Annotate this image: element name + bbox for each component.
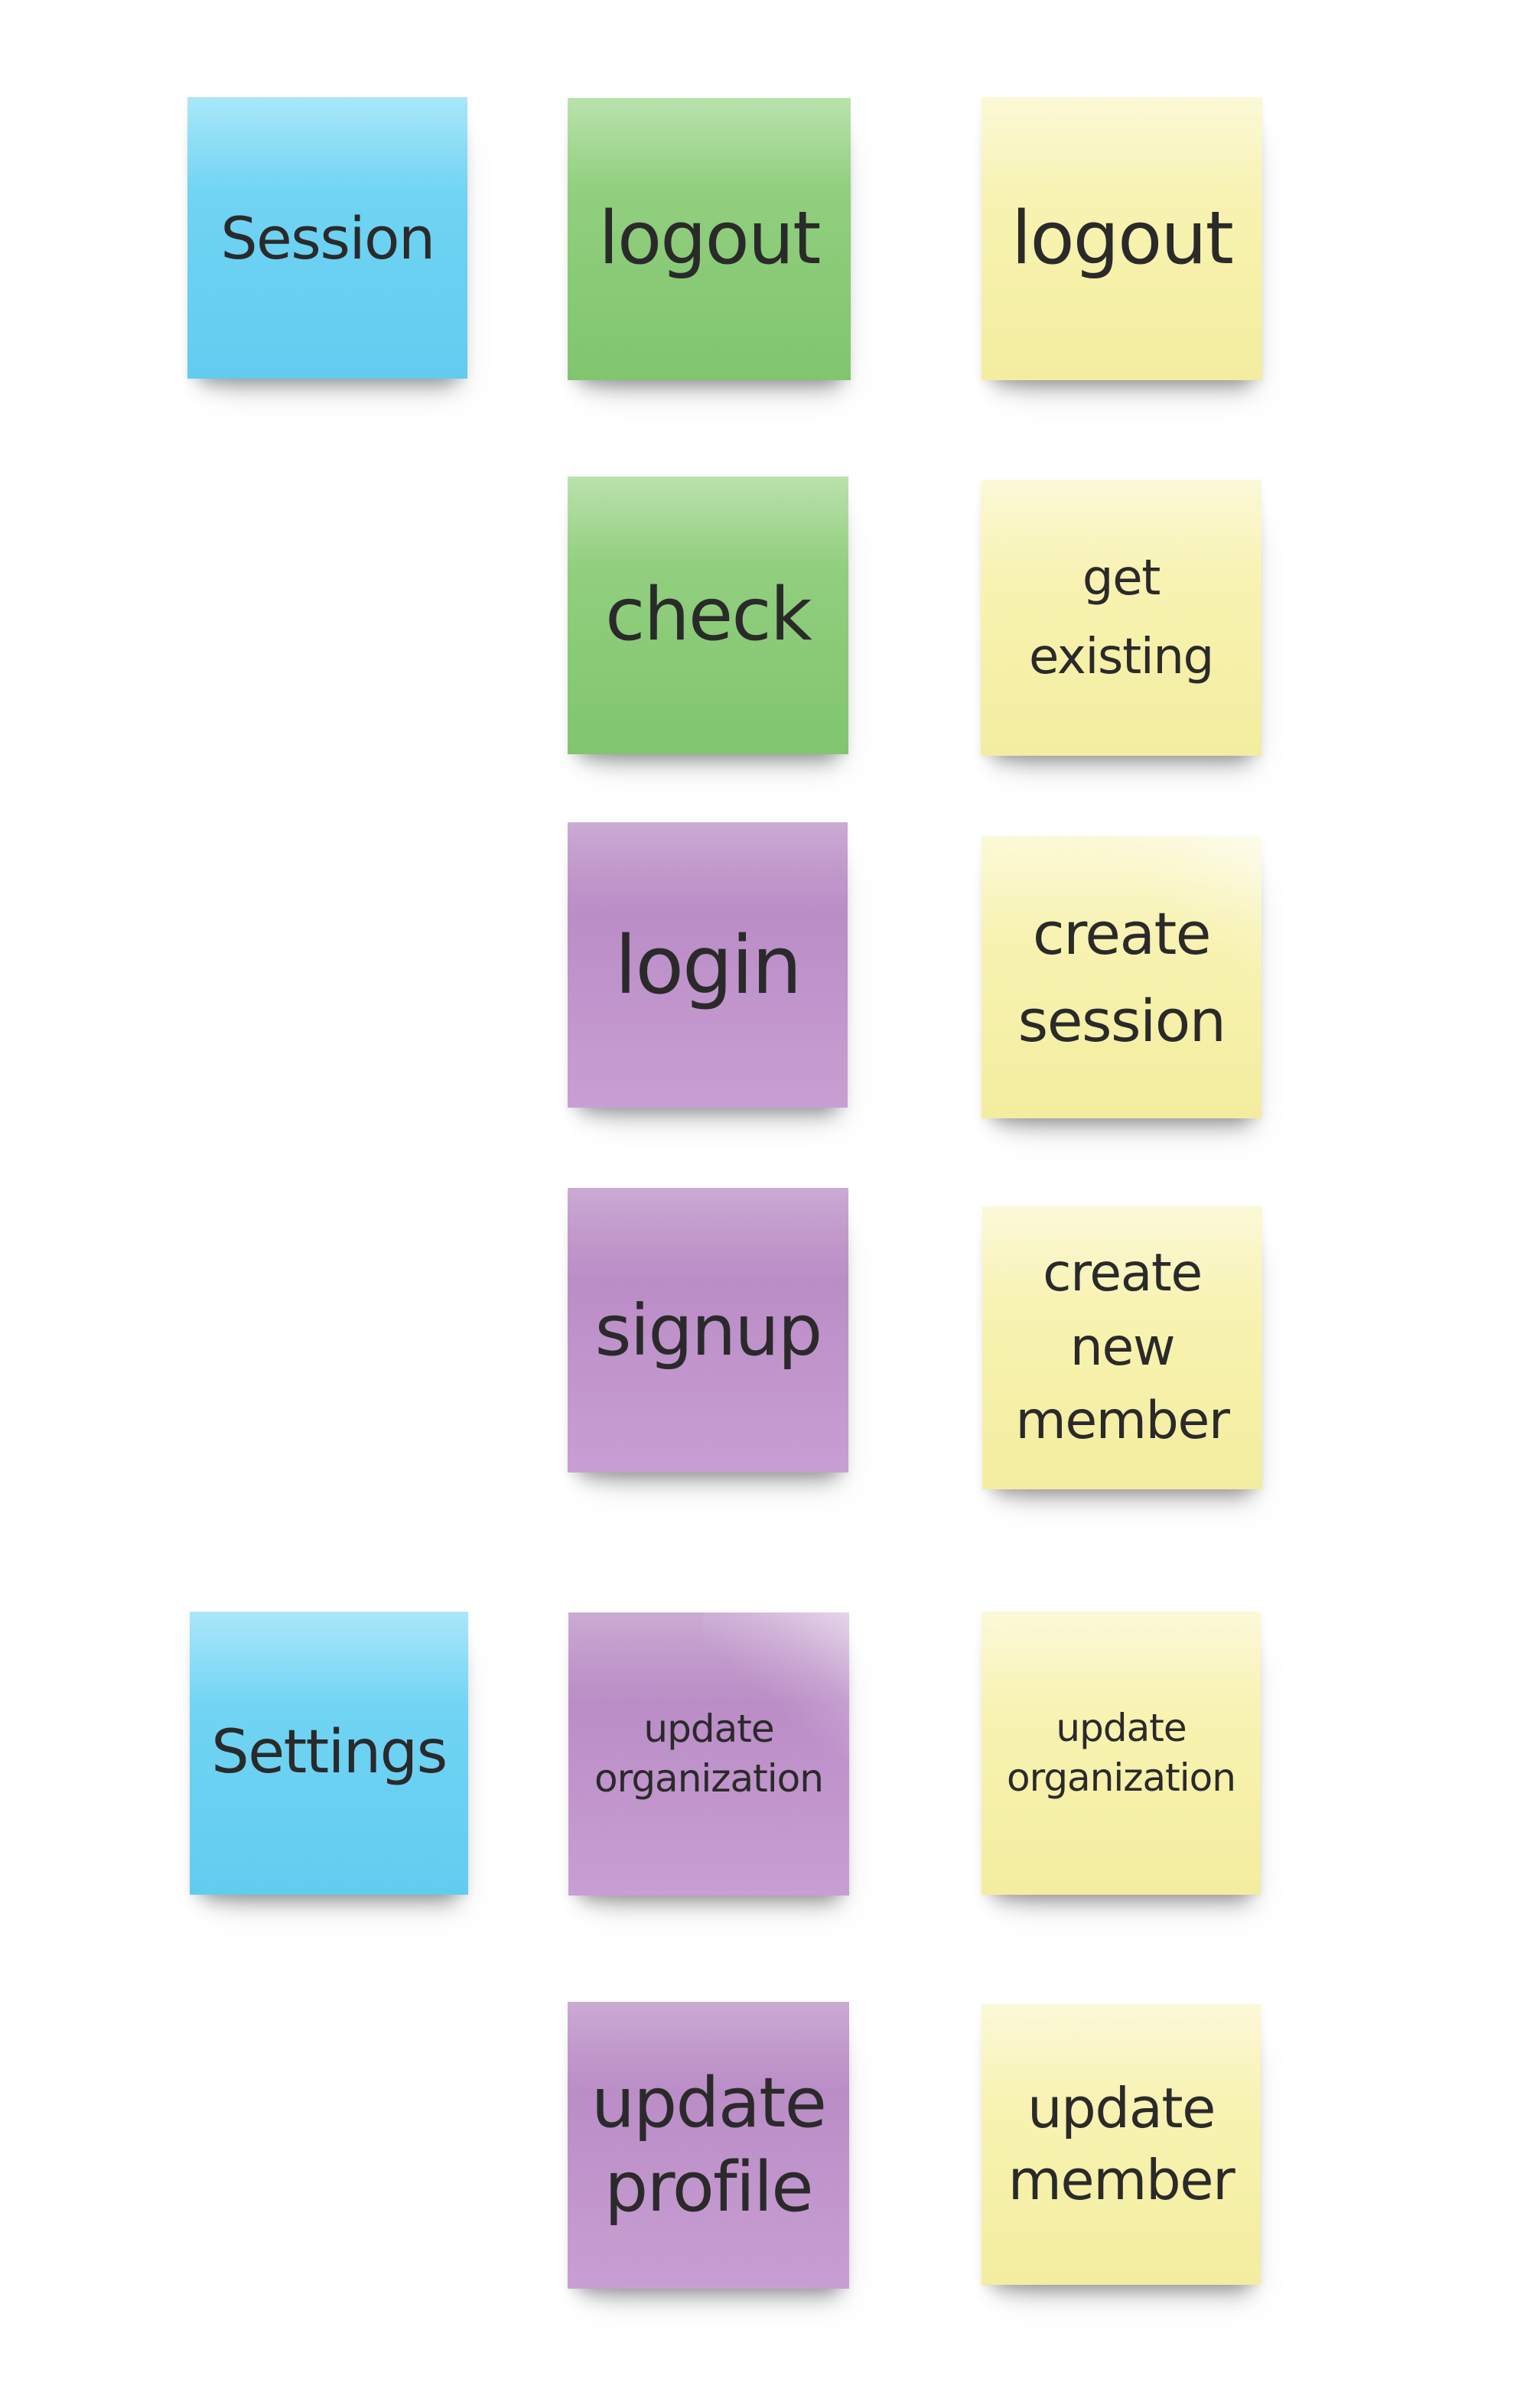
- note-update-organization-purple[interactable]: update organization: [568, 1612, 849, 1895]
- note-create-new-member[interactable]: create new member: [982, 1206, 1262, 1489]
- note-update-profile[interactable]: update profile: [568, 2002, 849, 2289]
- note-update-member-label: update member: [1008, 2075, 1235, 2212]
- note-update-member[interactable]: update member: [981, 2004, 1261, 2285]
- note-create-new-member-label: create new member: [1015, 1243, 1229, 1452]
- note-update-organization-purple-label: update organization: [594, 1707, 824, 1801]
- note-create-session[interactable]: create session: [981, 836, 1261, 1118]
- note-update-organization-yellow-label: update organization: [1007, 1706, 1236, 1800]
- note-logout-green[interactable]: logout: [568, 98, 851, 380]
- note-check-label: check: [605, 573, 812, 658]
- note-get-existing[interactable]: get existing: [981, 480, 1261, 756]
- note-login-label: login: [614, 918, 802, 1012]
- note-session[interactable]: Session: [187, 97, 467, 379]
- note-logout-yellow[interactable]: logout: [981, 97, 1262, 380]
- note-update-profile-label: update profile: [591, 2062, 827, 2227]
- note-settings[interactable]: Settings: [190, 1612, 468, 1895]
- note-signup-label: signup: [594, 1289, 823, 1372]
- note-logout-yellow-label: logout: [1011, 196, 1234, 281]
- note-login[interactable]: login: [568, 822, 848, 1108]
- note-update-organization-yellow[interactable]: update organization: [981, 1612, 1261, 1895]
- note-get-existing-label: get existing: [1028, 550, 1214, 685]
- note-check[interactable]: check: [568, 477, 848, 754]
- note-create-session-label: create session: [1017, 899, 1226, 1055]
- note-session-label: Session: [220, 203, 435, 272]
- note-settings-label: Settings: [211, 1718, 448, 1788]
- note-logout-green-label: logout: [598, 197, 821, 281]
- note-signup[interactable]: signup: [568, 1188, 848, 1472]
